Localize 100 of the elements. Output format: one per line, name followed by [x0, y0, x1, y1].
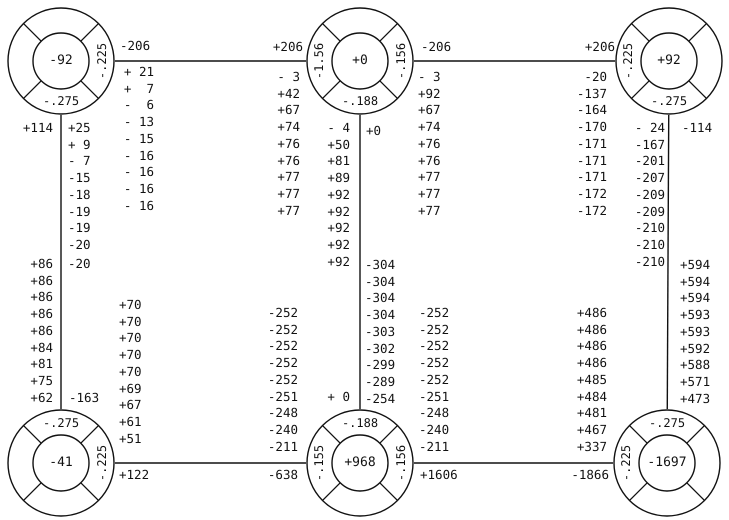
moment-value: - 15 — [124, 132, 154, 146]
moment-value: -172 — [576, 186, 607, 201]
moment-value: +61 — [119, 414, 142, 429]
moment-value: +70 — [119, 298, 142, 312]
moment-value: +77 — [418, 186, 441, 201]
moment-value: -171 — [576, 170, 607, 184]
moment-value: - 3 — [277, 70, 300, 84]
moment-value: -251 — [268, 390, 298, 404]
moment-value: +86 — [30, 257, 53, 271]
moment-value: -171 — [576, 154, 607, 168]
moment-value: -304 — [365, 308, 396, 322]
moment-value: - 16 — [124, 148, 154, 162]
moment-value: -167 — [634, 138, 665, 152]
moment-value: +70 — [119, 314, 142, 329]
moment-value: -251 — [419, 390, 450, 404]
moment-value: -304 — [365, 258, 396, 272]
distribution-factor: -.188 — [342, 94, 378, 108]
moment-value: +74 — [277, 120, 300, 134]
joint-moment: +0 — [352, 54, 368, 68]
frame-member — [666, 115, 670, 409]
moment-value: - 16 — [124, 182, 154, 196]
moment-value: -252 — [419, 306, 450, 320]
frame-member — [414, 462, 613, 464]
moment-value: -209 — [634, 188, 665, 202]
moment-value: -172 — [576, 204, 607, 218]
moment-value: +337 — [576, 440, 607, 454]
moment-value: + 21 — [124, 65, 154, 79]
joint-moment: -1697 — [647, 456, 687, 470]
moment-value: -20 — [584, 70, 607, 84]
moment-value: - 4 — [327, 121, 350, 135]
moment-value: - 13 — [124, 115, 154, 130]
joint-moment: -92 — [49, 54, 73, 68]
moment-value: +76 — [418, 154, 441, 168]
moment-value: +484 — [576, 390, 607, 404]
moment-value: -163 — [69, 391, 100, 405]
moment-value: -20 — [68, 238, 91, 252]
moment-value: -211 — [268, 440, 298, 454]
moment-value: -289 — [365, 374, 396, 389]
moment-value: +0 — [366, 124, 382, 138]
joint-ring — [306, 7, 414, 115]
distribution-factor: -.275 — [42, 94, 80, 108]
distribution-factor: -.225 — [619, 444, 633, 482]
moment-value: -304 — [365, 291, 396, 306]
moment-value: -248 — [268, 406, 298, 420]
moment-value: + 9 — [68, 138, 91, 152]
moment-value: -170 — [576, 120, 607, 134]
moment-value: +77 — [418, 204, 441, 218]
moment-value: +594 — [680, 258, 710, 272]
moment-value: +92 — [327, 221, 350, 236]
moment-value: +593 — [680, 308, 710, 322]
moment-value: +593 — [680, 324, 710, 339]
moment-value: -137 — [576, 86, 607, 101]
moment-value: +86 — [30, 307, 53, 322]
moment-value: +592 — [680, 342, 710, 356]
joint-ring — [615, 7, 723, 115]
moment-value: +1606 — [420, 468, 458, 482]
moment-value: +74 — [418, 120, 441, 134]
moment-value: +485 — [576, 372, 607, 387]
moment-value: +70 — [119, 331, 142, 346]
moment-value: +70 — [119, 348, 142, 362]
joint-moment: -41 — [49, 456, 73, 470]
distribution-factor: -.156 — [394, 42, 408, 80]
joint-moment: +968 — [344, 456, 376, 470]
moment-value: +86 — [30, 290, 53, 304]
frame-member — [115, 60, 306, 62]
moment-value: -206 — [120, 39, 150, 53]
moment-value: -210 — [634, 254, 665, 269]
moment-value: +77 — [277, 204, 300, 218]
moment-value: +89 — [327, 171, 350, 186]
moment-value: +92 — [327, 238, 350, 252]
moment-value: -254 — [365, 392, 396, 406]
moment-value: +42 — [277, 86, 300, 101]
moment-value: -252 — [268, 356, 298, 370]
moment-value: - 6 — [124, 98, 154, 112]
moment-value: -252 — [268, 322, 298, 337]
moment-value: +25 — [68, 121, 91, 135]
moment-value: -252 — [419, 372, 450, 387]
moment-value: +92 — [327, 188, 350, 202]
moment-value: -252 — [419, 356, 450, 370]
joint-moment: +92 — [657, 54, 681, 68]
moment-value: +588 — [680, 358, 710, 372]
moment-value: - 16 — [124, 165, 154, 180]
moment-value: -19 — [68, 221, 91, 236]
moment-value: +114 — [22, 121, 53, 135]
moment-value: +86 — [30, 324, 53, 338]
moment-value: -240 — [268, 422, 298, 437]
moment-value: -302 — [365, 342, 396, 356]
moment-value: +81 — [30, 357, 53, 372]
moment-value: +594 — [680, 291, 710, 306]
moment-value: +77 — [277, 170, 300, 184]
moment-value: +67 — [119, 398, 142, 412]
moment-value: +92 — [418, 86, 441, 101]
moment-value: -19 — [68, 204, 91, 218]
moment-value: -210 — [634, 221, 665, 236]
moment-value: +84 — [30, 340, 53, 354]
moment-value: -240 — [419, 422, 450, 437]
distribution-factor: -.275 — [650, 94, 688, 108]
moment-value: +76 — [277, 136, 300, 151]
moment-value: -210 — [634, 238, 665, 252]
joint-ring — [306, 409, 414, 517]
